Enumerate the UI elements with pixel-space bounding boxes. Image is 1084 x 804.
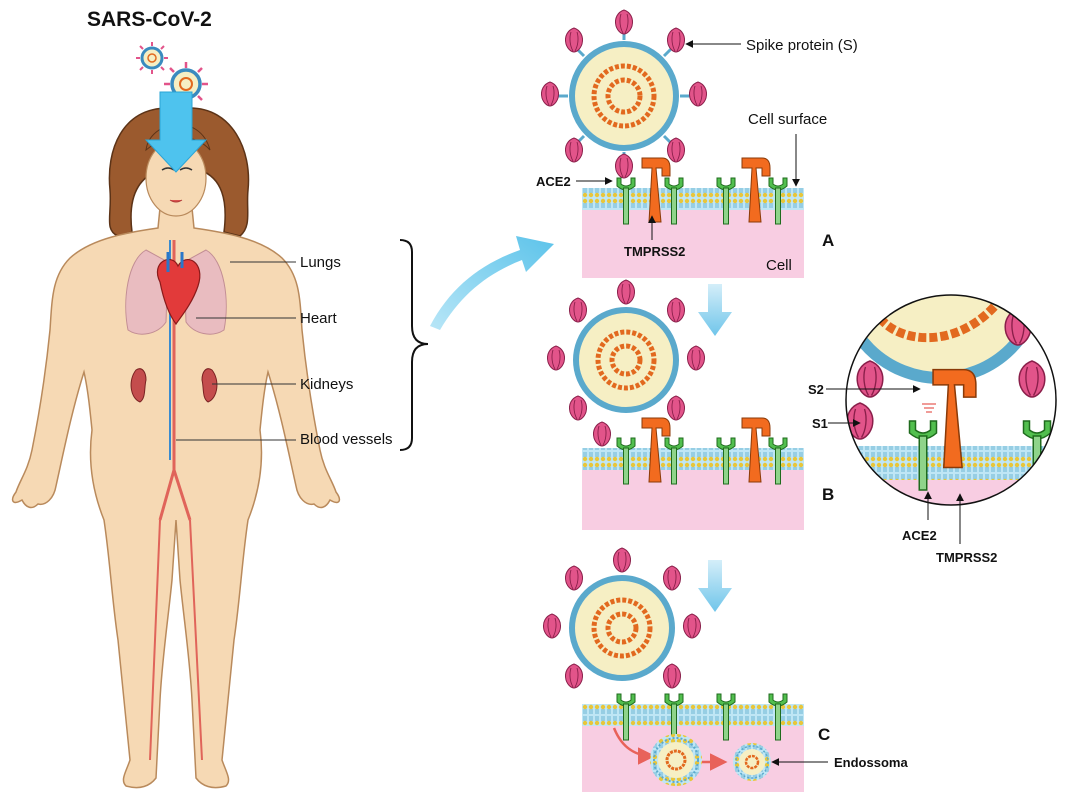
virus-particle-a [569, 41, 679, 151]
panel-letter-c: C [818, 725, 830, 744]
small-virus-icon [136, 42, 168, 74]
panel-a: Spike protein (S) Cell surface ACE2 TMPR… [536, 9, 858, 278]
flow-arrow-to-panels [430, 236, 554, 330]
label-ace2-a: ACE2 [536, 174, 571, 189]
label-tmprss2-a: TMPRSS2 [624, 244, 685, 259]
label-cell: Cell [766, 257, 792, 274]
label-blood-vessels: Blood vessels [300, 431, 393, 448]
label-heart: Heart [300, 310, 338, 327]
endosome-small [733, 743, 771, 781]
label-tmprss2-b: TMPRSS2 [936, 550, 997, 565]
down-arrow-b-c [698, 560, 732, 612]
label-spike-protein: Spike protein (S) [746, 37, 858, 54]
brace [399, 239, 429, 451]
label-s2: S2 [808, 382, 824, 397]
human-body-figure [11, 91, 341, 789]
label-kidneys: Kidneys [300, 376, 353, 393]
panel-c: Endossoma C [542, 547, 908, 792]
spike-proteins-a [558, 30, 690, 162]
virus-particle-c [569, 575, 675, 681]
virus-particle-b [573, 307, 679, 413]
panel-letter-b: B [822, 485, 834, 504]
endosome-large [650, 734, 702, 786]
label-cell-surface: Cell surface [748, 111, 827, 128]
panel-letter-a: A [822, 231, 834, 250]
down-arrow-a-b [698, 284, 732, 336]
label-ace2-b: ACE2 [902, 528, 937, 543]
label-endossoma: Endossoma [834, 755, 908, 770]
label-s1: S1 [812, 416, 828, 431]
entry-arrow [144, 91, 208, 173]
label-lungs: Lungs [300, 254, 341, 271]
panel-b: B [546, 279, 834, 530]
zoom-inset: S2 S1 ACE2 TMPRSS2 [808, 294, 1057, 565]
title: SARS-CoV-2 [87, 8, 212, 31]
